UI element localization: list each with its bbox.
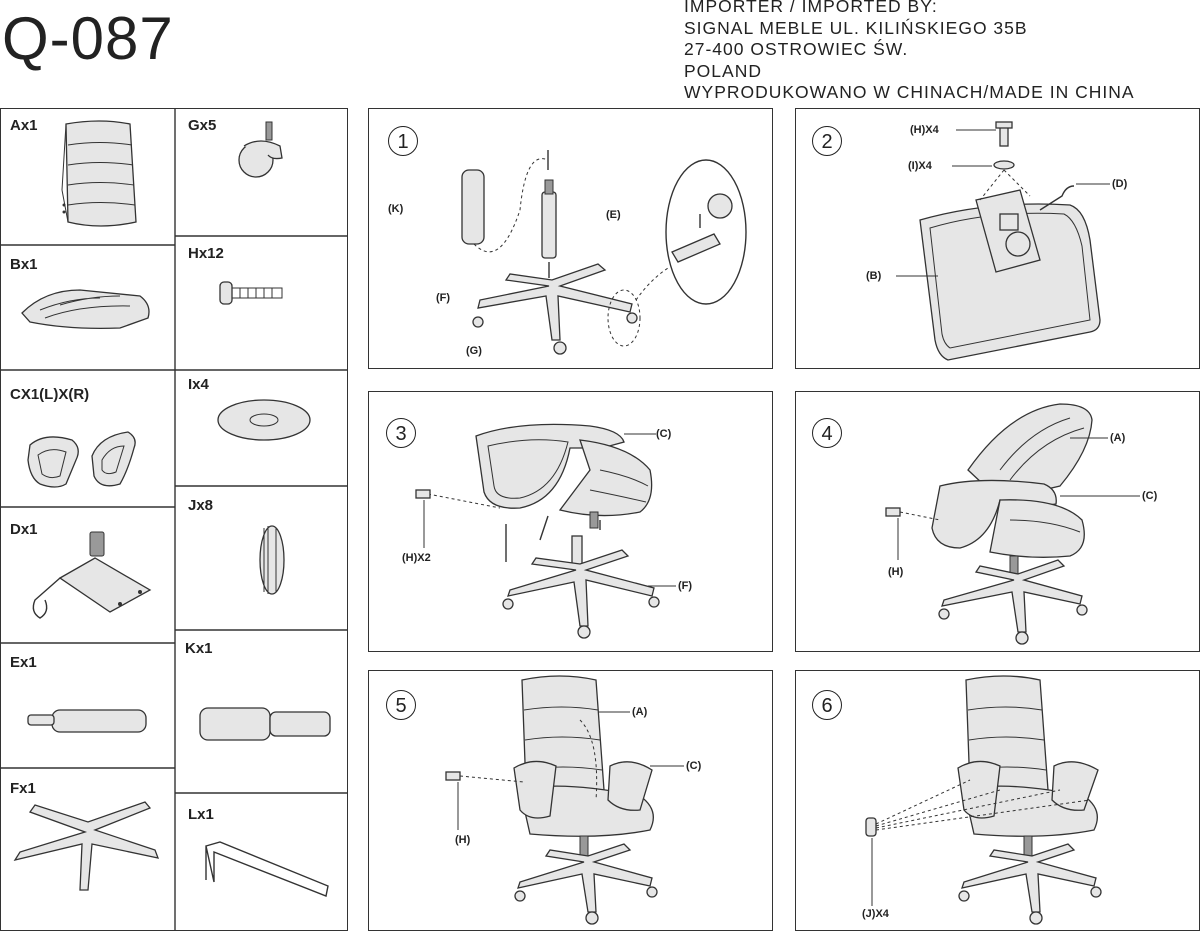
part-label-c: CX1(L)X(R) — [10, 386, 90, 403]
step-1-tag-g: (G) — [466, 345, 482, 357]
importer-line: 27-400 OSTROWIEC ŚW. — [684, 39, 909, 59]
step-2-tag-i: (I)X4 — [908, 160, 932, 172]
step-number: 5 — [386, 690, 416, 720]
part-label-d: Dx1 — [10, 521, 38, 538]
part-label-b: Bx1 — [10, 256, 38, 273]
step-3-tag-f: (F) — [678, 580, 693, 592]
importer-line: POLAND — [684, 60, 762, 81]
part-label-k: Kx1 — [185, 640, 213, 657]
step-number: 1 — [388, 126, 418, 156]
step-3-tag-h: (H)X2 — [402, 552, 431, 564]
step-4-tag-a: (A) — [1110, 432, 1126, 444]
importer-info: IMPORTER / IMPORTED BY: SIGNAL MEBLE UL.… — [684, 0, 1135, 104]
step-6-tag-j: (J)X4 — [862, 908, 889, 920]
parts-grid — [0, 108, 348, 931]
step-2-tag-b: (B) — [866, 270, 882, 282]
step-number: 4 — [812, 418, 842, 448]
step-5-tag-c: (C) — [686, 760, 702, 772]
part-label-a: Ax1 — [10, 117, 38, 134]
part-label-j: Jx8 — [188, 497, 214, 514]
importer-line: SIGNAL MEBLE UL. KILIŃSKIEGO 35B — [684, 17, 1028, 38]
importer-line: IMPORTER / IMPORTED BY: — [684, 0, 938, 16]
step-1-tag-f: (F) — [436, 292, 451, 304]
part-label-f: Fx1 — [10, 780, 36, 797]
part-label-e: Ex1 — [10, 654, 37, 671]
step-number: 2 — [812, 126, 842, 156]
step-5-tag-a: (A) — [632, 706, 648, 718]
step-2-tag-d: (D) — [1112, 178, 1128, 190]
model-number: Q-087 — [2, 5, 174, 72]
part-label-i: Ix4 — [188, 376, 209, 393]
step-5-tag-h: (H) — [455, 834, 471, 846]
part-label-g: Gx5 — [188, 117, 217, 134]
step-number: 3 — [386, 418, 416, 448]
part-label-l: Lx1 — [188, 806, 214, 823]
step-5-panel — [368, 670, 773, 931]
step-3-panel — [368, 391, 773, 652]
part-label-h: Hx12 — [188, 245, 224, 262]
step-4-tag-h: (H) — [888, 566, 904, 578]
importer-line: WYPRODUKOWANO W CHINACH/MADE IN CHINA — [684, 82, 1135, 102]
step-2-tag-h: (H)X4 — [910, 124, 939, 136]
step-1-tag-e: (E) — [606, 209, 621, 221]
step-4-tag-c: (C) — [1142, 490, 1158, 502]
step-3-tag-c: (C) — [656, 428, 672, 440]
step-1-panel — [368, 108, 773, 369]
step-number: 6 — [812, 690, 842, 720]
step-1-tag-k: (K) — [388, 203, 404, 215]
